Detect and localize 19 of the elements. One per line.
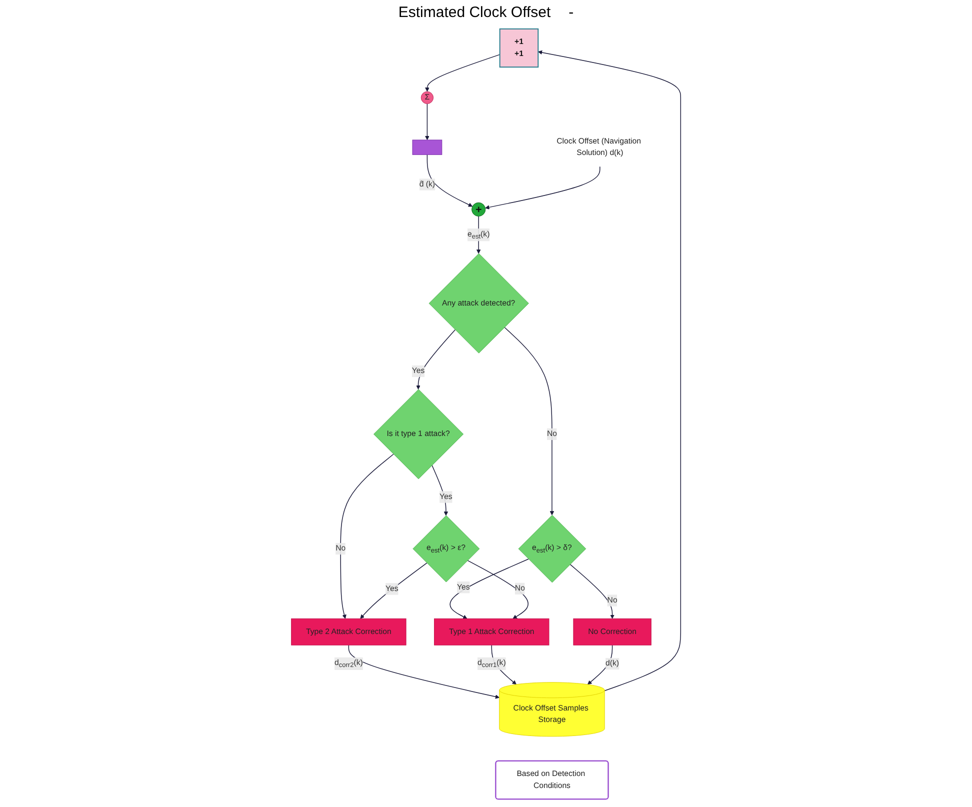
arrow	[348, 644, 500, 699]
arrow	[450, 558, 529, 619]
output-label: Estimated Clock Offset	[398, 4, 551, 21]
arrow	[426, 154, 473, 207]
node-box	[412, 140, 442, 155]
arrow	[467, 560, 528, 619]
node-circle: +	[472, 202, 486, 216]
arrow	[425, 54, 500, 92]
minus-sign: -	[568, 4, 574, 21]
arrow	[416, 329, 456, 390]
arrow	[538, 50, 682, 692]
arrow	[476, 216, 481, 254]
arrow	[485, 166, 600, 210]
arrow	[360, 562, 428, 619]
arrow	[504, 326, 554, 516]
arrow	[340, 454, 394, 619]
arrow	[432, 464, 448, 516]
arrow	[570, 564, 614, 619]
arrow	[425, 103, 430, 140]
